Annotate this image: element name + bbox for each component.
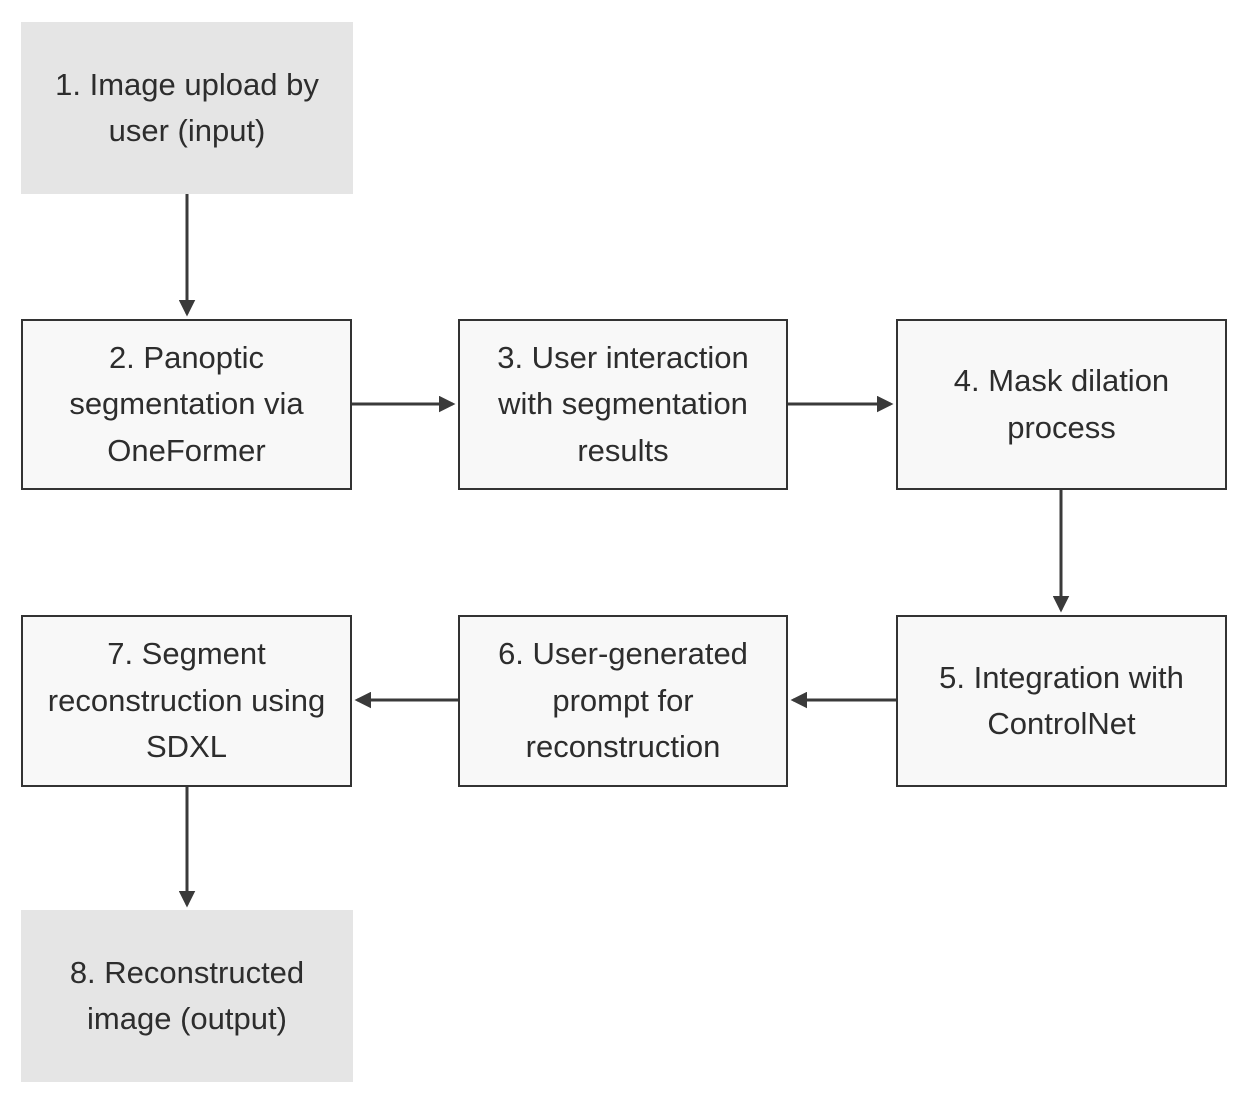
node-label: 4. Mask dilation process: [953, 363, 1170, 445]
node-reconstructed-image-output: 8. Reconstructed image (output): [21, 910, 353, 1082]
node-image-upload-input: 1. Image upload by user (input): [21, 22, 353, 194]
node-label: 7. Segment reconstruction using SDXL: [47, 636, 326, 765]
node-label: 6. User-generated prompt for reconstruct…: [498, 636, 748, 765]
node-label: 2. Panoptic segmentation via OneFormer: [69, 339, 304, 468]
node-controlnet-integration: 5. Integration with ControlNet: [896, 615, 1227, 787]
node-segment-reconstruction: 7. Segment reconstruction using SDXL: [21, 615, 352, 787]
node-user-interaction: 3. User interaction with segmentation re…: [458, 319, 788, 490]
node-mask-dilation: 4. Mask dilation process: [896, 319, 1227, 490]
node-label: 8. Reconstructed image (output): [69, 954, 305, 1037]
node-user-prompt: 6. User-generated prompt for reconstruct…: [458, 615, 788, 787]
node-label: 5. Integration with ControlNet: [939, 659, 1184, 742]
node-label: 1. Image upload by user (input): [55, 66, 319, 149]
node-label: 3. User interaction with segmentation re…: [497, 339, 749, 468]
node-panoptic-segmentation: 2. Panoptic segmentation via OneFormer: [21, 319, 352, 490]
